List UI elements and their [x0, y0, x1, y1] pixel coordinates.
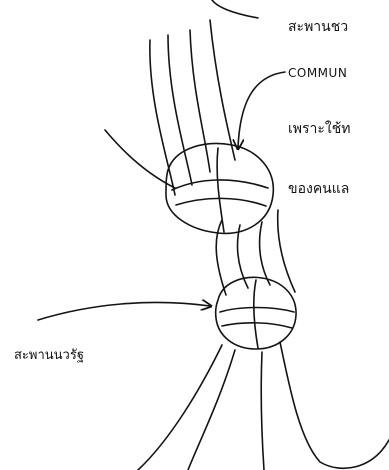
upper-label-line-3: เพราะใช้ท: [288, 118, 350, 140]
river-line-7: [260, 222, 270, 285]
river-line-11: [261, 352, 264, 470]
upper-bridge-outline: [166, 144, 273, 234]
upper-label-line-4: ของคนแล: [288, 178, 349, 200]
lower-arrow: [38, 302, 210, 320]
river-line-8: [278, 210, 295, 292]
lower-bridge: [216, 277, 296, 349]
lower-bridge-label: สะพานนวรัฐ: [14, 344, 84, 365]
river-line-3: [190, 30, 210, 172]
river-line-4: [210, 20, 235, 160]
upper-bridge: [166, 144, 273, 234]
upper-bridge-pier: [217, 148, 224, 232]
lower-bridge-pier: [254, 280, 258, 348]
river-line-1: [150, 40, 175, 195]
river-line-9: [138, 345, 222, 470]
road-line: [105, 130, 175, 188]
upper-leader-line: [212, 0, 258, 18]
upper-bridge-deck-a: [172, 180, 268, 190]
upper-bridge-deck-b: [176, 198, 266, 206]
river-lines: [138, 20, 389, 470]
lower-bridge-deck-b: [222, 323, 292, 328]
upper-label-line-2: COMMUN: [288, 66, 347, 80]
lower-bridge-deck-a: [220, 308, 294, 313]
river-line-10: [188, 350, 235, 470]
upper-arrow: [238, 72, 285, 148]
upper-label-line-1: สะพานชว: [288, 16, 348, 38]
river-line-12: [280, 342, 389, 468]
